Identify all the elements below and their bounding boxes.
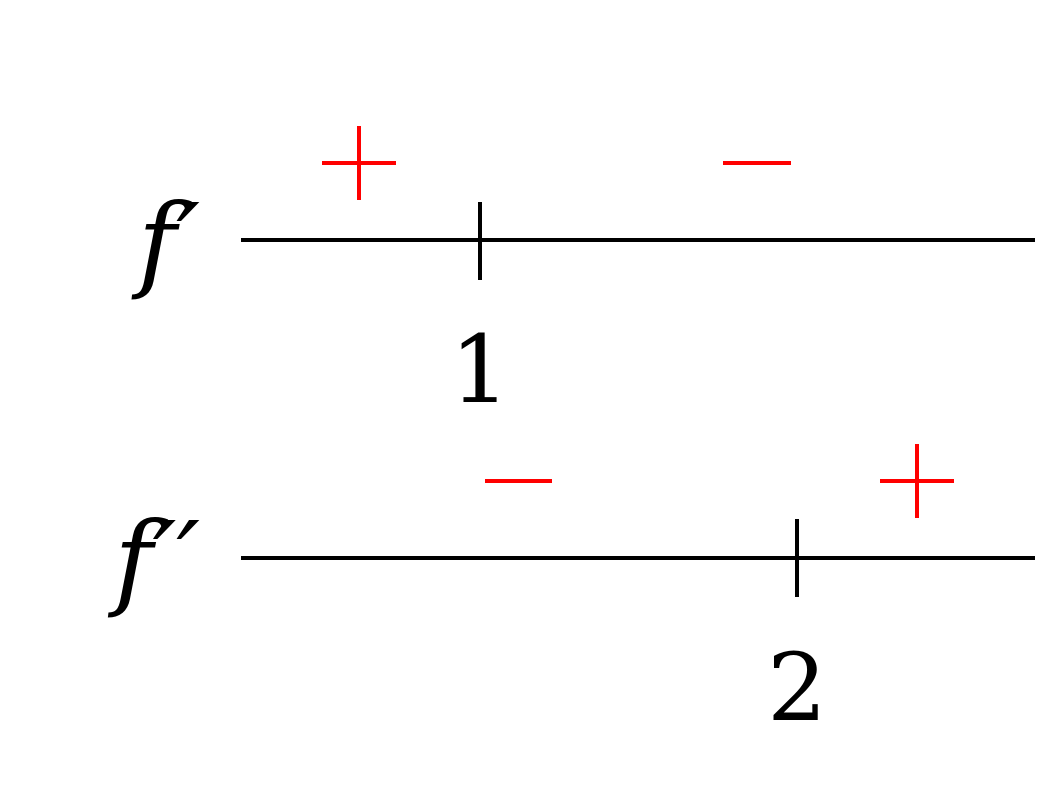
- f-prime-label: f′: [131, 181, 200, 303]
- f-prime-sign-plus: [322, 126, 396, 200]
- f-double-prime-label: f′′: [107, 499, 200, 621]
- f-double-prime-tick-label: 2: [767, 634, 827, 743]
- f-double-prime-sign-plus: [880, 444, 954, 518]
- row-f-double-prime: f′′ 2: [107, 444, 1035, 743]
- f-prime-tick-label: 1: [450, 316, 510, 425]
- row-f-prime: f′ 1: [131, 126, 1035, 425]
